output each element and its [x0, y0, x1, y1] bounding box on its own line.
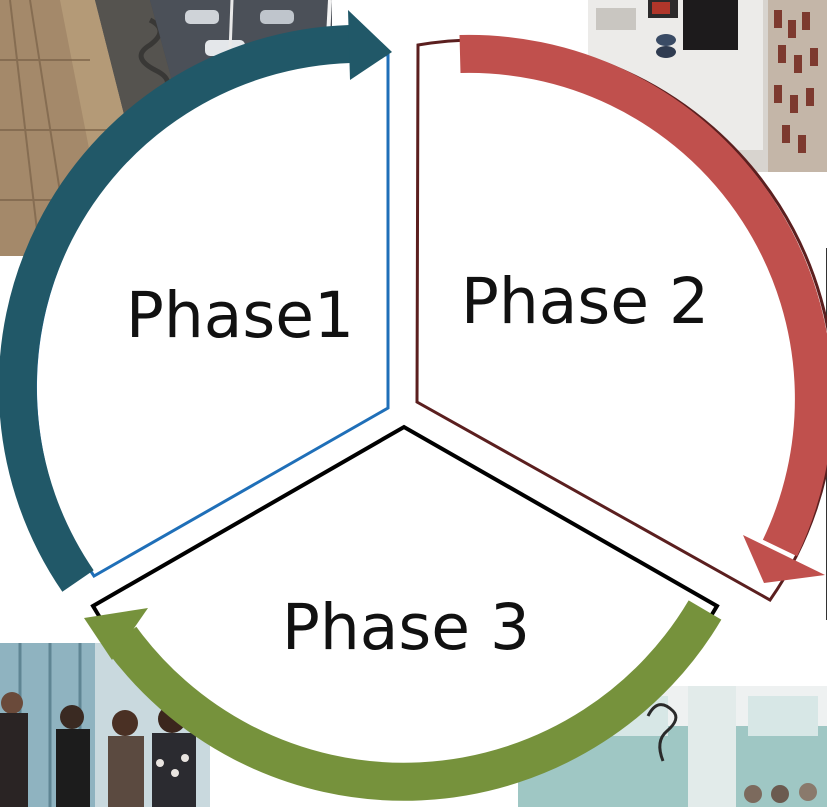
phase3-label: Phase 3	[282, 591, 530, 664]
phase2-label: Phase 2	[461, 265, 709, 338]
phase3-cycle-arrow	[84, 600, 722, 801]
phase1-label: Phase1	[126, 279, 354, 352]
phase2-cycle-arrow	[459, 34, 827, 583]
group-of-people-photo	[0, 643, 210, 807]
phase1-cycle-arrow	[0, 10, 392, 592]
